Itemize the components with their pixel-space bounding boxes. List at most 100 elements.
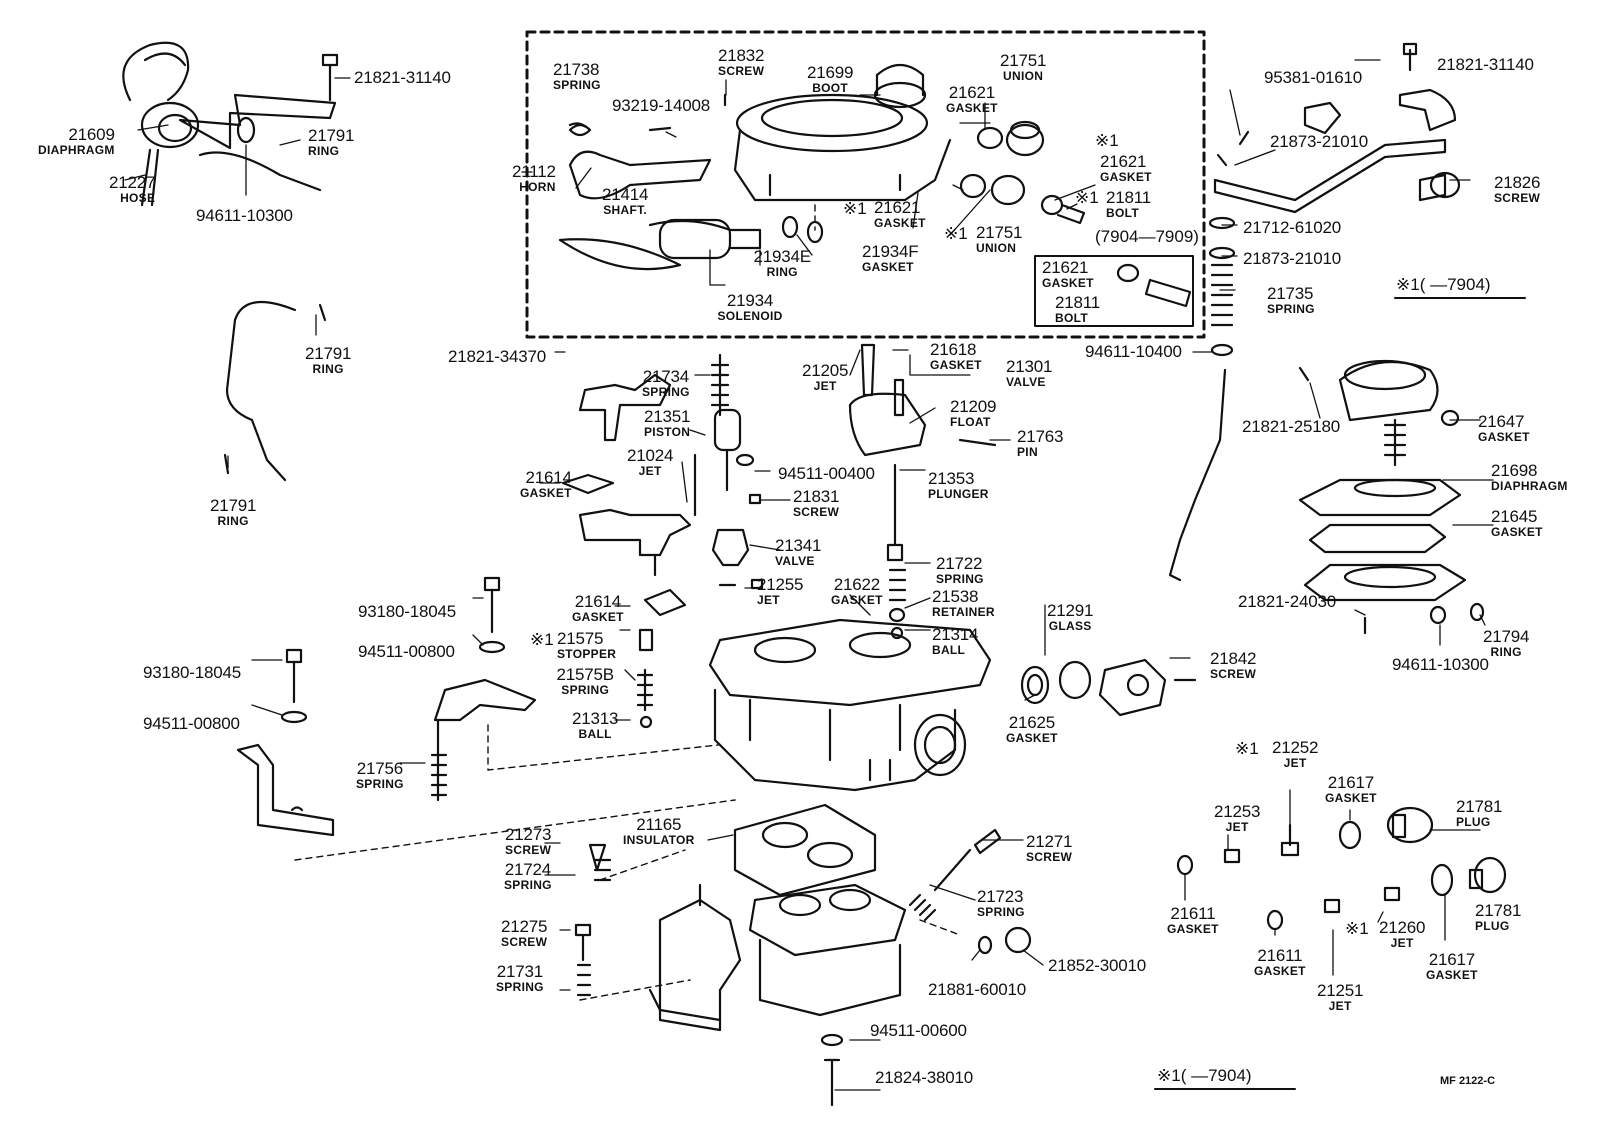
sight-glass-drawing [1020, 658, 1197, 717]
label-21881-60010: 21881-60010 [928, 980, 1027, 999]
label-93180-18045-b: 93180-18045 [143, 663, 242, 682]
assembly-dashes [294, 204, 961, 1001]
label-21821-25180: 21821-25180 [1242, 417, 1341, 436]
mark-21811-a: ※1 [1075, 188, 1099, 207]
legend-right: ※1( —7904) [1396, 275, 1491, 294]
mark-21751-b: ※1 [944, 224, 968, 243]
link-rod-drawing [223, 300, 327, 482]
label-21852-30010: 21852-30010 [1048, 956, 1147, 975]
label-21821-34370: 21821-34370 [448, 347, 547, 366]
label-21873-21010-a: 21873-21010 [1270, 132, 1369, 151]
label-21821-24030: 21821-24030 [1238, 592, 1337, 611]
label-94511-00800-b: 94511-00800 [143, 714, 240, 733]
label-94611-10400: 94611-10400 [1085, 342, 1182, 361]
label-21821-31140-a: 21821-31140 [354, 68, 451, 87]
jets-plugs-drawing [1176, 806, 1507, 931]
label-21821-31140-b: 21821-31140 [1437, 55, 1534, 74]
pump-float-drawing [561, 343, 997, 729]
leader-lines [124, 59, 1494, 1091]
mark-21575: ※1 [530, 630, 554, 649]
label-94611-10300-a: 94611-10300 [196, 206, 293, 225]
air-horn-drawing [558, 63, 1192, 308]
label-93180-18045-a: 93180-18045 [358, 602, 457, 621]
mark-21260: ※1 [1345, 919, 1369, 938]
note-range-7904-7909: (7904—7909) [1095, 227, 1199, 246]
main-body-drawing [708, 618, 992, 792]
choke-linkage-drawing [1168, 42, 1461, 582]
label-94511-00400: 94511-00400 [778, 464, 875, 483]
label-94611-10300-b: 94611-10300 [1392, 655, 1489, 674]
label-21824-38010: 21824-38010 [875, 1068, 974, 1087]
label-21712-61020: 21712-61020 [1243, 218, 1342, 237]
mark-21252: ※1 [1235, 739, 1259, 758]
label-94511-00800-a: 94511-00800 [358, 642, 455, 661]
figure-code: MF 2122-C [1440, 1075, 1496, 1087]
mark-21621-top: ※1 [1095, 131, 1119, 150]
label-21873-21010-b: 21873-21010 [1243, 249, 1342, 268]
choke-diaphragm-drawing [1298, 359, 1485, 635]
diaphragm-assembly-drawing [122, 41, 339, 207]
label-93219-14008: 93219-14008 [612, 96, 711, 115]
mark-21621-b: ※1 [843, 199, 867, 218]
